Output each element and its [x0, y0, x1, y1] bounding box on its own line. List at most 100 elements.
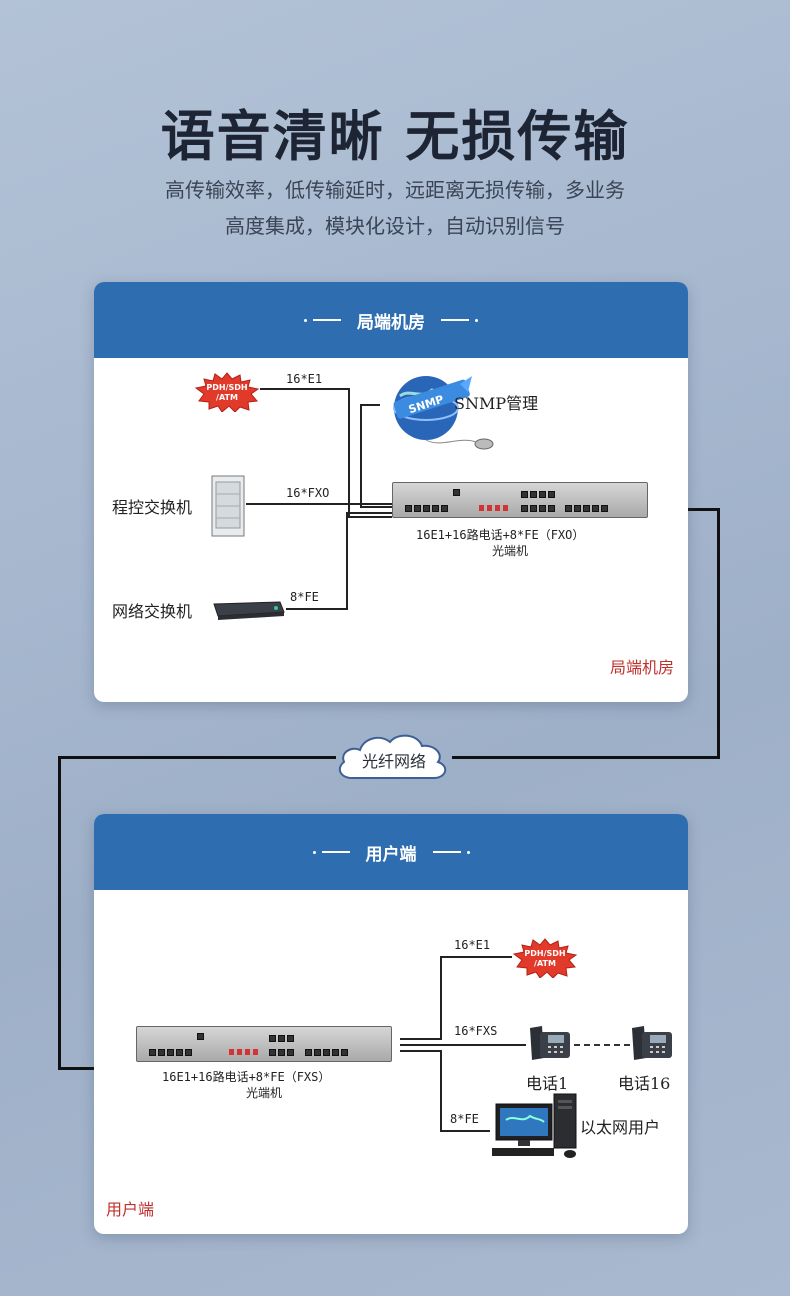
network-switch-icon [213, 601, 285, 620]
device-port [574, 505, 581, 512]
header-dash-left [304, 318, 341, 322]
central-device-label-1: 16E1+16路电话+8*FE（FXO） [416, 528, 585, 542]
central-office-header: 局端机房 [94, 282, 688, 358]
device-port [601, 505, 608, 512]
pdh-text-1: PDH/SDH [524, 949, 565, 958]
user-side-title: 用户端 [365, 844, 417, 865]
fxo-link-label: 16*FXO [286, 486, 330, 500]
e1-line-h [260, 388, 350, 390]
pdh-text-1: PDH/SDH [206, 383, 247, 392]
switch-label: 网络交换机 [112, 602, 193, 621]
device-port [441, 505, 448, 512]
device-port [521, 491, 528, 498]
user-fe-line-out [400, 1050, 440, 1052]
device-indicator [237, 1049, 242, 1055]
central-optical-device [392, 482, 648, 518]
device-port [453, 489, 460, 496]
user-fe-line-v [440, 1050, 442, 1132]
device-indicator [253, 1049, 258, 1055]
device-port [521, 505, 528, 512]
device-port [530, 491, 537, 498]
device-port [149, 1049, 156, 1056]
subtitle-line-1: 高传输效率，低传输延时，远距离无损传输，多业务 [165, 178, 625, 202]
fiber-line-left-to-cloud [58, 756, 336, 759]
pdh-badge-icon: PDH/SDH /ATM [512, 938, 578, 978]
device-port [592, 505, 599, 512]
subtitle-line-2: 高度集成，模块化设计，自动识别信号 [225, 214, 565, 238]
phone-dashed-link [574, 1044, 630, 1046]
device-port [176, 1049, 183, 1056]
e1-line-to-device [348, 516, 392, 518]
header-dash-right [441, 318, 478, 322]
device-port [278, 1049, 285, 1056]
device-port [332, 1049, 339, 1056]
user-side-header: 用户端 [94, 814, 688, 890]
device-port [269, 1035, 276, 1042]
fiber-line-right-to-cloud [452, 756, 720, 759]
fiber-line-left-vertical [58, 756, 61, 1070]
device-port [305, 1049, 312, 1056]
device-indicator [229, 1049, 234, 1055]
device-port [167, 1049, 174, 1056]
pdh-text-2: /ATM [216, 393, 238, 402]
user-device-label-1: 16E1+16路电话+8*FE（FXS） [162, 1070, 331, 1084]
device-port [323, 1049, 330, 1056]
user-side-diagram: 16E1+16路电话+8*FE（FXS） 光端机 16*E1 PDH/SDH /… [94, 890, 688, 1234]
central-office-title: 局端机房 [357, 312, 425, 333]
central-office-card: 局端机房 PDH/SDH /ATM 16*E1 SNMP [94, 282, 688, 702]
device-port [548, 505, 555, 512]
device-port [341, 1049, 348, 1056]
pdh-text-2: /ATM [534, 959, 556, 968]
device-port [278, 1035, 285, 1042]
e1-line-v [348, 388, 350, 518]
fe-link-label: 8*FE [290, 590, 319, 604]
phone-1-label: 电话1 [526, 1074, 569, 1093]
device-port [185, 1049, 192, 1056]
snmp-line-h [360, 404, 380, 406]
cloud-label: 光纤网络 [361, 752, 426, 771]
page-title: 语音清晰 无损传输 [160, 105, 630, 168]
central-office-corner-label: 局端机房 [610, 658, 675, 677]
user-fe-line-h [440, 1130, 490, 1132]
snmp-line-to-device [360, 506, 392, 508]
user-fxs-link-label: 16*FXS [454, 1024, 498, 1038]
user-fxs-line [400, 1044, 526, 1046]
pbx-label: 程控交换机 [112, 498, 193, 517]
pbx-cabinet-icon [211, 475, 245, 537]
user-e1-link-label: 16*E1 [454, 938, 491, 952]
device-indicator [495, 505, 500, 511]
user-side-card: 用户端 [94, 814, 688, 1234]
ethernet-pc-icon [492, 1093, 577, 1158]
e1-link-label: 16*E1 [286, 372, 323, 386]
snmp-label: SNMP管理 [454, 394, 539, 413]
phone-16-icon [632, 1026, 672, 1060]
device-port [314, 1049, 321, 1056]
device-port [565, 505, 572, 512]
device-port [530, 505, 537, 512]
fiber-line-right-vertical [717, 508, 720, 759]
header-dash-left [312, 850, 350, 854]
device-port [539, 491, 546, 498]
user-e1-line-out [400, 1038, 442, 1040]
device-port [287, 1035, 294, 1042]
user-e1-line-v [440, 956, 442, 1040]
central-office-diagram: PDH/SDH /ATM 16*E1 SNMP SNMP管理 [94, 358, 688, 702]
ethernet-user-label: 以太网用户 [580, 1118, 661, 1137]
user-fe-link-label: 8*FE [450, 1112, 479, 1126]
device-indicator [245, 1049, 250, 1055]
fxo-line [246, 503, 392, 505]
device-port [548, 491, 555, 498]
device-port [197, 1033, 204, 1040]
pdh-badge-icon: PDH/SDH /ATM [194, 372, 260, 412]
user-side-corner-label: 用户端 [106, 1200, 155, 1219]
device-port [269, 1049, 276, 1056]
device-indicator [479, 505, 484, 511]
fe-line-h [286, 608, 348, 610]
phone-16-label: 电话16 [618, 1074, 671, 1093]
device-indicator [503, 505, 508, 511]
snmp-globe-icon: SNMP [393, 376, 494, 450]
device-port [432, 505, 439, 512]
user-device-label-2: 光端机 [246, 1086, 283, 1100]
device-port [423, 505, 430, 512]
